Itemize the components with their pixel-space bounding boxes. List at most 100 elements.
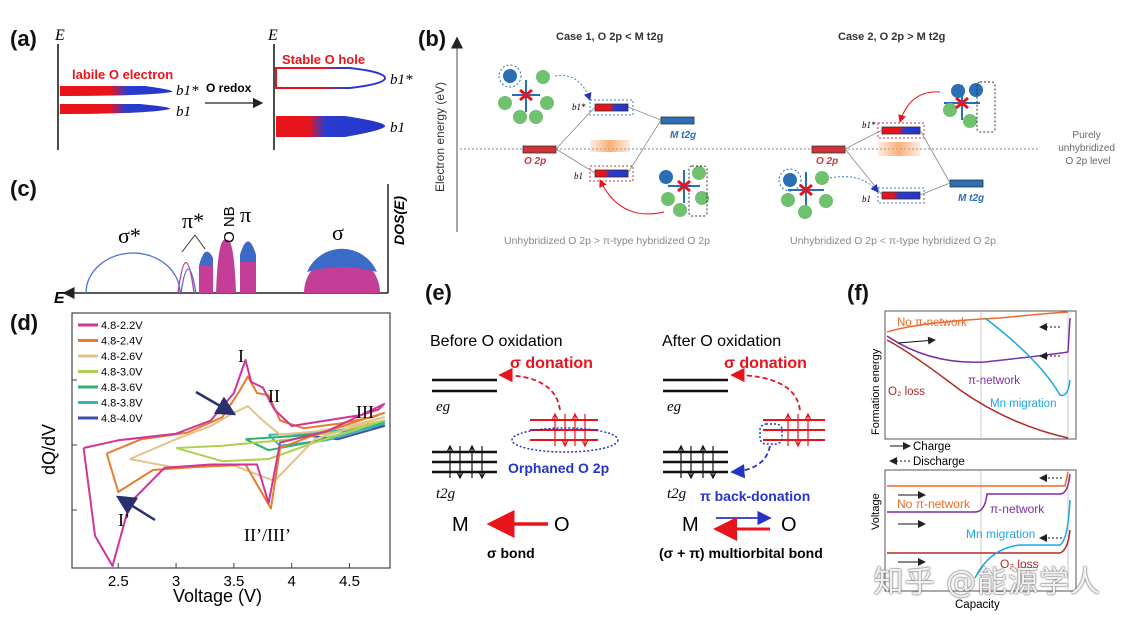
c-energy-label: E [54, 290, 66, 307]
f-bot-no-pi-curve [887, 471, 1069, 487]
sigma-donation-left: σ donation [510, 355, 593, 372]
o-nb-label: O NB [221, 206, 238, 243]
f-top-no-pi-curve [886, 311, 1069, 333]
case2-mt2g-label: M t2g [958, 193, 984, 204]
case1-shift-highlight [590, 140, 630, 152]
pi-star-band-1 [177, 261, 195, 294]
t2g-right-label: t2g [667, 486, 687, 502]
labile-o-electron-label: labile O electron [72, 67, 173, 82]
sigma-donation-arrow-left [498, 367, 561, 411]
peak-ii-label: II [268, 386, 280, 406]
sigma-star-band [85, 252, 181, 294]
f-bot-no-pi-label: No π-network [897, 497, 971, 511]
panel-e: (e) Before O oxidation After O oxidation… [425, 280, 825, 561]
purely-unhybridized-label: Purely unhybridized O 2p level [1058, 130, 1118, 167]
d-x-tick-label: 4 [288, 573, 296, 590]
panel-d-label: (d) [10, 310, 38, 335]
a-b1star-band-right [275, 67, 387, 89]
pi-star-label: π* [182, 208, 204, 233]
f-top-no-pi-label: No π-network [897, 317, 967, 329]
f-top-o2-loss-curve [886, 339, 1069, 439]
panel-f: (f) Formation energy No π-network π-netw… [847, 280, 1077, 611]
f-bottom-ylabel: Voltage [870, 493, 882, 530]
multiorbital-bond-label: (σ + π) multiorbital bond [659, 545, 823, 561]
d-x-tick-label: 4.5 [339, 573, 360, 590]
d-legend-label: 4.8-4.0V [101, 413, 143, 425]
o-right-label: O [781, 514, 797, 536]
case2-o2p-label: O 2p [816, 156, 838, 167]
t2g-left-label: t2g [436, 486, 456, 502]
a-b1star-right-label: b1* [390, 72, 413, 88]
watermark: 知乎 @能源学人 [873, 565, 1101, 600]
o-nb-band [216, 239, 236, 293]
case1-octahedron-top [498, 64, 592, 124]
case2-caption: Unhybridized O 2p < π-type hybridized O … [790, 235, 996, 247]
panel-f-label: (f) [847, 280, 869, 305]
peak-i-label: I [238, 346, 244, 366]
eg-right-label: eg [667, 399, 682, 415]
case1-b1-level [594, 169, 629, 178]
sigma-bond-label: σ bond [487, 545, 535, 561]
c-dos-label: DOS(E) [391, 196, 407, 245]
sigma-donation-right: σ donation [724, 355, 807, 372]
d-legend-label: 4.8-3.0V [101, 367, 143, 379]
d-series-line [129, 405, 386, 482]
f-bottom-plot-frame [884, 469, 1077, 592]
m-right-label: M [682, 514, 699, 536]
f-bot-mn-migration-curve [974, 499, 1071, 579]
panel-a-label: (a) [10, 26, 37, 51]
panel-b: (b) Electron energy (eV) Case 1, O 2p < … [418, 26, 1118, 247]
peak-iii-label: III [356, 402, 374, 422]
panel-b-label: (b) [418, 26, 446, 51]
case1-b1-label: b1 [574, 171, 583, 181]
sigma-star-label: σ* [118, 223, 141, 248]
m-left-label: M [452, 514, 469, 536]
sigma-label: σ [332, 220, 344, 245]
a-b1star-band-left [60, 86, 173, 96]
case2-b1-level [881, 191, 921, 200]
case1-mt2g-level [660, 116, 695, 125]
panel-e-label: (e) [425, 280, 452, 305]
a-b1star-left-label: b1* [176, 83, 199, 99]
peak-i-arrow [195, 390, 237, 416]
case1-b1star-label: b1* [572, 102, 586, 112]
pi-label: π [240, 202, 251, 227]
orphaned-o2p-ellipse [511, 427, 619, 453]
peak-i-prime-arrow [115, 495, 156, 522]
o-left-label: O [554, 514, 570, 536]
f-bot-mn-migration-label: Mn migration [966, 527, 1035, 541]
pi-back-donation-arrow [730, 445, 771, 479]
case2-octahedron-top [898, 81, 996, 133]
d-legend-label: 4.8-3.8V [101, 398, 143, 410]
case2-b1star-level [881, 126, 921, 135]
case2-mt2g-level [949, 179, 984, 188]
d-series-line [175, 419, 386, 463]
sigma-donation-arrow-right [730, 367, 801, 411]
d-x-tick-label: 3.5 [223, 573, 244, 590]
f-bot-o2-loss-curve [887, 529, 1071, 554]
f-top-mn-migration-label: Mn migration [990, 398, 1056, 410]
d-ylabel: dQ/dV [39, 424, 59, 475]
case2-octahedron-bottom [778, 168, 879, 219]
case1-o2p-label: O 2p [524, 156, 546, 167]
d-legend-label: 4.8-2.6V [101, 351, 143, 363]
f-legend-discharge: Discharge [913, 456, 965, 468]
a-b1-right-label: b1 [390, 120, 405, 136]
f-top-mn-migration-curve [984, 317, 1071, 397]
eg-left-label: eg [436, 399, 451, 415]
a-b1-band-left [60, 104, 171, 114]
case2-b1-label: b1 [862, 194, 871, 204]
case2-title: Case 2, O 2p > M t2g [838, 31, 945, 43]
f-bot-pi-network-label: π-network [990, 502, 1045, 516]
pi-back-donation-label: π back-donation [700, 488, 810, 504]
a-energy-axis-right-label: E [267, 27, 278, 44]
orphaned-o2p-label: Orphaned O 2p [508, 460, 609, 476]
panel-c: (c) E DOS(E) σ* π* O NB π σ [10, 176, 407, 307]
case1-title: Case 1, O 2p < M t2g [556, 31, 663, 43]
b-energy-axis-label: Electron energy (eV) [433, 82, 447, 192]
f-bot-pi-network-curve [887, 473, 1071, 513]
d-xlabel: Voltage (V) [173, 586, 262, 606]
